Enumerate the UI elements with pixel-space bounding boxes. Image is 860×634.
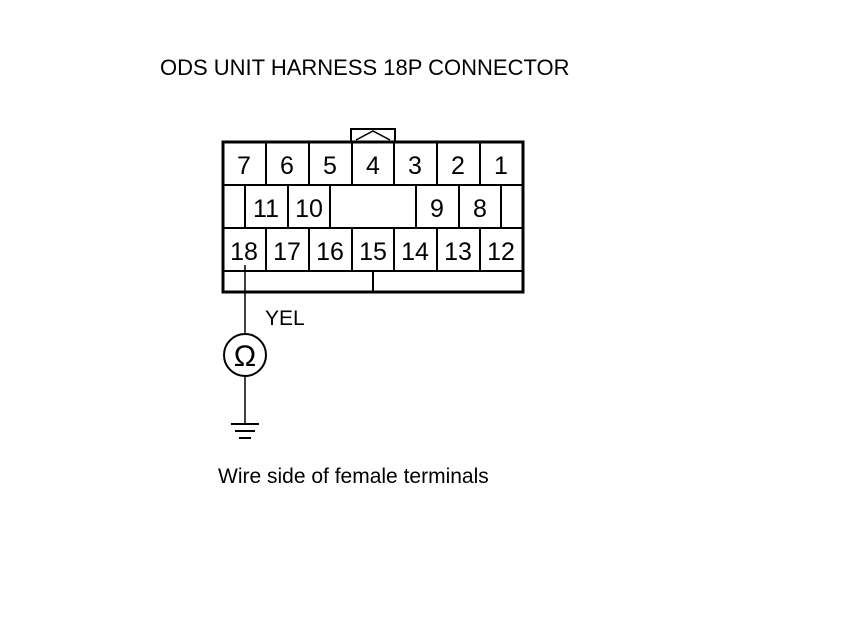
connector-18p: 7 6 5 4 3 2 1 11 10 9 8 18 17 16 15 14 1…: [221, 128, 525, 294]
pin-17: 17: [273, 238, 301, 266]
pin-14: 14: [401, 238, 429, 266]
diagram-caption: Wire side of female terminals: [218, 465, 489, 488]
pin-10: 10: [295, 195, 323, 223]
pin-12: 12: [487, 238, 515, 266]
pin-13: 13: [444, 238, 472, 266]
ground-icon: [231, 423, 259, 439]
pin-11: 11: [253, 195, 279, 223]
pin-18: 18: [230, 238, 258, 266]
lock-tab-arrow-icon: [355, 130, 391, 141]
diagram-title: ODS UNIT HARNESS 18P CONNECTOR: [160, 55, 570, 80]
pin-5: 5: [323, 152, 337, 180]
pin-6: 6: [280, 152, 294, 180]
pin-15: 15: [359, 238, 387, 266]
pin-2: 2: [451, 152, 465, 180]
pin-7: 7: [237, 152, 251, 180]
pin-1: 1: [494, 152, 508, 180]
pin-3: 3: [408, 152, 422, 180]
ohmmeter-icon: Ω: [223, 333, 267, 377]
pin-9: 9: [430, 195, 444, 223]
pin-8: 8: [473, 195, 487, 223]
pin-4: 4: [366, 152, 380, 180]
ohm-symbol: Ω: [234, 340, 256, 373]
connector-lock-tab: [350, 128, 396, 142]
pin-16: 16: [316, 238, 344, 266]
wire-color-label: YEL: [265, 307, 305, 330]
